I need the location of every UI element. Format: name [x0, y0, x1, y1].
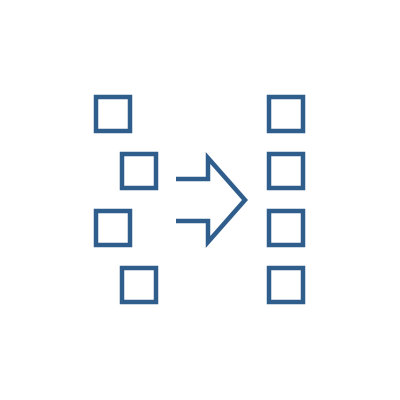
unaligned-square-3 [93, 208, 133, 248]
aligned-square-4 [266, 265, 306, 305]
unaligned-square-1 [93, 94, 133, 134]
unaligned-squares-group [93, 94, 159, 305]
arrow-right-icon [176, 152, 248, 248]
unaligned-square-2 [119, 151, 159, 191]
aligned-square-2 [266, 151, 306, 191]
aligned-square-1 [266, 94, 306, 134]
arrow-outline [176, 152, 248, 248]
aligned-squares-group [266, 94, 306, 305]
aligned-square-3 [266, 208, 306, 248]
unaligned-square-4 [119, 265, 159, 305]
